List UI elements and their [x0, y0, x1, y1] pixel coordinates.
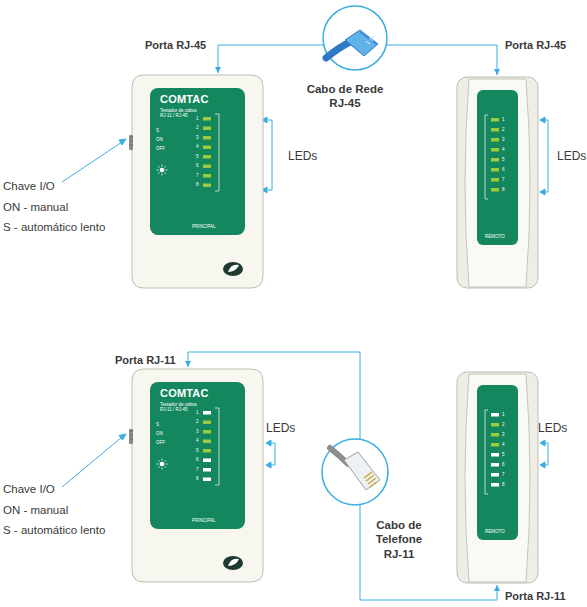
led-number: 8 [196, 183, 199, 188]
led-number: 7 [502, 178, 505, 183]
led-number: 5 [502, 158, 505, 163]
led-number: 4 [196, 439, 199, 444]
leds-label: LEDs [557, 149, 586, 163]
led-number: 2 [502, 423, 505, 428]
led-number: 6 [502, 168, 505, 173]
arrowhead [185, 361, 191, 367]
arrowhead [215, 67, 221, 73]
remote-tester-unit: REMOTO [455, 370, 540, 585]
led-number: 4 [196, 145, 199, 150]
led-number: 6 [502, 463, 505, 468]
led-number: 7 [196, 468, 199, 473]
panel-mode-marking: S [156, 423, 159, 428]
port-label: Porta RJ-11 [505, 590, 566, 602]
panel-mode-marking: OFF [156, 147, 165, 152]
leds-label: LEDs [266, 421, 295, 435]
panel-mode-marking: S [156, 129, 159, 134]
arrowhead [494, 69, 500, 75]
led-number: 2 [196, 420, 199, 425]
led-number: 3 [196, 430, 199, 435]
led-number: 5 [196, 449, 199, 454]
main-unit-body [130, 367, 265, 585]
led-number: 8 [502, 483, 505, 488]
main-tester-unit: COMTACTestador de cabos RJ-11 / RJ-45PRI… [130, 367, 265, 585]
switch-mode-label: ON - manual [3, 201, 68, 213]
port-label: Porta RJ-45 [505, 39, 566, 51]
led-number: 3 [502, 433, 505, 438]
brand-logo-text: COMTAC [160, 387, 209, 399]
remote-unit-body [455, 370, 540, 585]
led-number: 1 [502, 118, 505, 123]
led-number: 4 [502, 148, 505, 153]
led-number: 2 [502, 128, 505, 133]
unit-name: REMOTO [485, 235, 505, 240]
led-number: 6 [196, 164, 199, 169]
unit-name: REMOTO [485, 530, 505, 535]
main-unit-body [130, 73, 265, 290]
unit-name: PRINCIPAL [192, 225, 215, 230]
led-number: 5 [196, 155, 199, 160]
panel-mode-marking: OFF [156, 441, 165, 446]
led-number: 1 [502, 413, 505, 418]
rj11-cable-illustration [322, 439, 388, 505]
leds-label: LEDs [538, 421, 567, 435]
switch-label: Chave I/O [3, 180, 55, 192]
switch-mode-label: S - automático lento [3, 221, 105, 233]
panel-mode-marking: ON [156, 138, 163, 143]
cable-label: Cabo de Rede RJ-45 [300, 82, 390, 111]
led-number: 7 [502, 473, 505, 478]
led-number: 1 [196, 117, 199, 122]
leds-label: LEDs [288, 149, 317, 163]
unit-name: PRINCIPAL [192, 519, 215, 524]
led-number: 3 [502, 138, 505, 143]
switch-mode-label: S - automático lento [3, 524, 105, 536]
led-number: 1 [196, 411, 199, 416]
panel-mode-marking: ON [156, 432, 163, 437]
port-label: Porta RJ-11 [115, 354, 176, 366]
led-number: 3 [196, 136, 199, 141]
port-label: Porta RJ-45 [145, 39, 206, 51]
rj45-cable-illustration [323, 6, 387, 70]
led-number: 5 [502, 453, 505, 458]
switch-mode-label: ON - manual [3, 504, 68, 516]
brand-logo-text: COMTAC [160, 93, 209, 105]
led-number: 8 [502, 188, 505, 193]
remote-tester-unit: REMOTO [455, 75, 540, 290]
arrowhead [494, 585, 500, 591]
led-number: 7 [196, 174, 199, 179]
led-number: 6 [196, 458, 199, 463]
main-tester-unit: COMTACTestador de cabos RJ-11 / RJ-45PRI… [130, 73, 265, 290]
cable-label: Cabo de Telefone RJ-11 [368, 518, 430, 561]
led-number: 8 [196, 477, 199, 482]
remote-unit-body [455, 75, 540, 290]
led-number: 4 [502, 443, 505, 448]
switch-leader-lines [62, 139, 126, 487]
led-number: 2 [196, 126, 199, 131]
switch-label: Chave I/O [3, 483, 55, 495]
